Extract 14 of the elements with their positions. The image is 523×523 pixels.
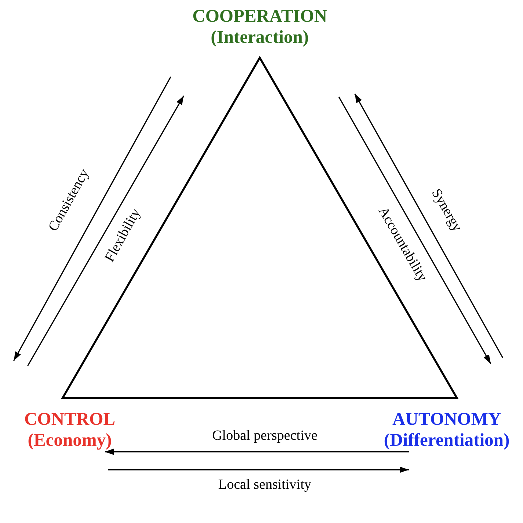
vertex-subtitle: (Interaction) [210, 27, 310, 48]
vertex-title: AUTONOMY [392, 409, 502, 430]
arrow [105, 448, 409, 456]
edge-label: Local sensitivity [218, 478, 312, 494]
vertex-title: CONTROL [24, 409, 116, 430]
vertex-subtitle: (Economy) [27, 430, 113, 451]
arrow [108, 466, 409, 474]
arrow [27, 96, 185, 366]
vertex-title: COOPERATION [192, 6, 328, 27]
arrow [354, 94, 504, 358]
vertex-subtitle: (Differentiation) [384, 430, 510, 451]
edge-label: Global perspective [211, 429, 319, 445]
arrow [13, 76, 172, 362]
arrow [338, 96, 492, 364]
